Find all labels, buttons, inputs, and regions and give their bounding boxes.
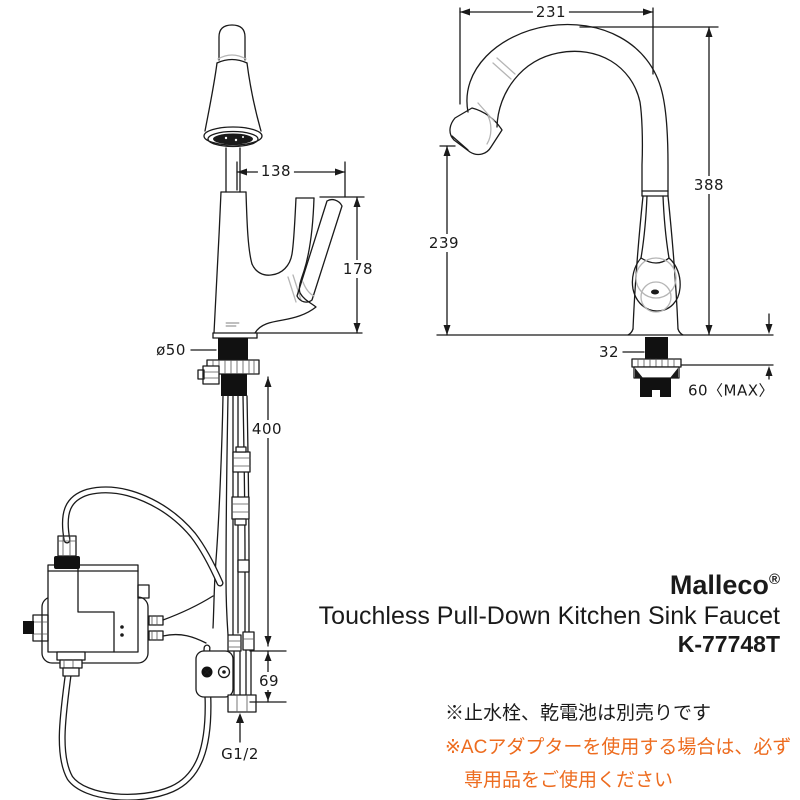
title-block: Malleco® Touchless Pull-Down Kitchen Sin…: [319, 570, 780, 658]
side-view-drawing: [436, 23, 774, 397]
product-name: Touchless Pull-Down Kitchen Sink Faucet: [318, 602, 780, 631]
dim-label-thread-g12: G1/2: [218, 745, 262, 763]
note-ac-adapter-line2: 専用品をご使用ください: [464, 770, 674, 792]
dim-label-reach-231: 231: [532, 3, 570, 21]
registered-trademark-symbol: ®: [768, 571, 780, 588]
model-number: K-77748T: [677, 631, 780, 658]
dim-label-clearance-239: 239: [425, 234, 463, 252]
dim-label-hose-400: 400: [248, 420, 286, 438]
dim-label-height-388: 388: [690, 176, 728, 194]
front-view-drawing: [197, 24, 363, 636]
dim-label-base-dia-50: ø50: [153, 341, 189, 359]
dim-label-deck-60max: 60〈MAX〉: [684, 379, 778, 401]
dim-label-handle-178: 178: [339, 260, 377, 278]
dim-label-shank-32: 32: [595, 343, 623, 361]
brand-name: Malleco®: [669, 570, 780, 600]
note-ac-adapter-line1: ※ACアダプターを使用する場合は、必ず: [445, 736, 792, 758]
control-box-and-hoses-drawing: [23, 486, 257, 800]
note-sold-separately: ※止水栓、乾電池は別売りです: [445, 703, 712, 724]
dim-label-connector-69: 69: [255, 672, 283, 690]
dim-label-offset-138: 138: [257, 162, 295, 180]
footnotes: ※止水栓、乾電池は別売りです ※ACアダプターを使用する場合は、必ず 専用品をご…: [445, 702, 791, 794]
